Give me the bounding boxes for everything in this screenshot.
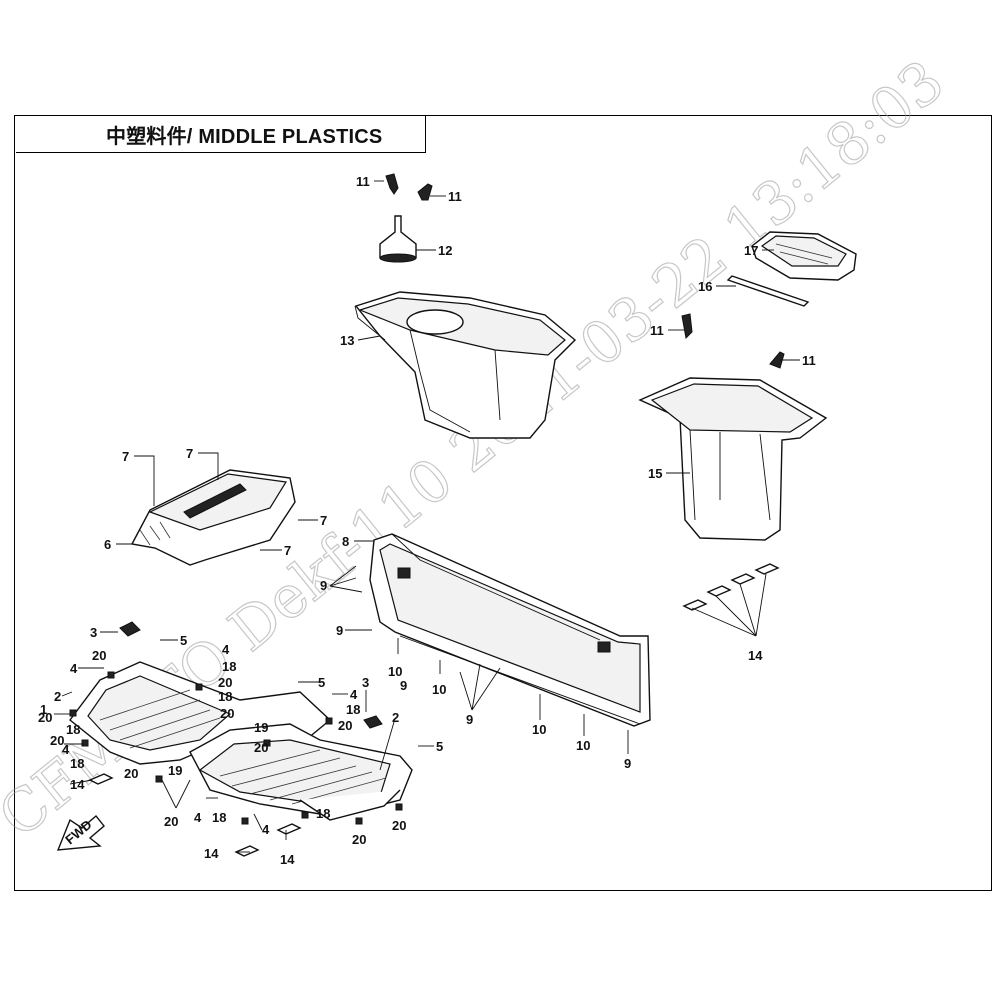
callout-20: 20 <box>338 718 352 733</box>
callout-3: 3 <box>362 675 369 690</box>
callout-5: 5 <box>180 633 187 648</box>
callout-4: 4 <box>350 687 358 702</box>
callout-9: 9 <box>336 623 343 638</box>
callout-9: 9 <box>624 756 631 771</box>
callout-20: 20 <box>164 814 178 829</box>
leader-lines <box>54 180 800 853</box>
callout-18: 18 <box>222 659 236 674</box>
part-guard <box>130 469 296 566</box>
part-storage-lid <box>751 231 857 281</box>
diagram-frame <box>14 115 992 891</box>
callout-13: 13 <box>340 333 354 348</box>
callout-7: 7 <box>284 543 291 558</box>
callout-20: 20 <box>254 740 268 755</box>
callout-4: 4 <box>222 642 230 657</box>
callout-18: 18 <box>66 722 80 737</box>
callout-18: 18 <box>218 689 232 704</box>
callout-14: 14 <box>280 852 295 867</box>
callout-14: 14 <box>748 648 763 663</box>
callout-3: 3 <box>90 625 97 640</box>
callout-1: 1 <box>40 702 47 717</box>
callout-20: 20 <box>50 733 64 748</box>
callout-19: 19 <box>254 720 268 735</box>
callout-4: 4 <box>62 742 70 757</box>
callout-18: 18 <box>70 756 84 771</box>
callout-7: 7 <box>320 513 327 528</box>
callout-14: 14 <box>204 846 219 861</box>
part-storage-bin <box>638 377 828 541</box>
callout-20: 20 <box>218 675 232 690</box>
callout-15: 15 <box>648 466 662 481</box>
callout-4: 4 <box>194 810 202 825</box>
callout-16: 16 <box>698 279 712 294</box>
part-pads-bottom <box>88 773 302 857</box>
callout-2: 2 <box>54 689 61 704</box>
part-storage-tray <box>354 291 577 439</box>
callout-2: 2 <box>392 710 399 725</box>
part-pads-right <box>682 563 780 611</box>
callout-11: 11 <box>448 189 462 204</box>
callout-9: 9 <box>400 678 407 693</box>
callout-6: 6 <box>104 537 111 552</box>
callout-9: 9 <box>320 578 327 593</box>
callout-5: 5 <box>318 675 325 690</box>
callout-18: 18 <box>212 810 226 825</box>
callout-5: 5 <box>436 739 443 754</box>
callout-20: 20 <box>92 648 106 663</box>
callout-4: 4 <box>262 822 270 837</box>
part-clips-top <box>385 173 433 201</box>
callout-10: 10 <box>532 722 546 737</box>
part-clips-right <box>681 313 785 369</box>
callout-19: 19 <box>168 763 182 778</box>
part-rear-panel <box>369 533 651 727</box>
part-funnel <box>379 215 417 263</box>
callout-7: 7 <box>186 446 193 461</box>
callout-10: 10 <box>432 682 446 697</box>
callout-20: 20 <box>124 766 138 781</box>
callout-20: 20 <box>220 706 234 721</box>
callout-20: 20 <box>392 818 406 833</box>
callout-17: 17 <box>744 243 758 258</box>
callout-4: 4 <box>70 661 78 676</box>
callout-11: 11 <box>356 174 370 189</box>
callout-7: 7 <box>122 449 129 464</box>
callout-10: 10 <box>576 738 590 753</box>
part-seal-strip <box>726 275 810 307</box>
fwd-arrow: FWD <box>56 814 105 851</box>
callout-18: 18 <box>346 702 360 717</box>
callout-8: 8 <box>342 534 349 549</box>
callout-14: 14 <box>70 777 85 792</box>
page-title: 中塑料件/ MIDDLE PLASTICS <box>106 126 383 148</box>
title-box <box>16 116 426 153</box>
callout-18: 18 <box>316 806 330 821</box>
callout-10: 10 <box>388 664 402 679</box>
callout-labels: 11 11 12 13 17 16 11 11 15 7 7 7 7 6 8 9… <box>38 174 816 867</box>
part-small-clips <box>69 621 403 825</box>
callout-9: 9 <box>466 712 473 727</box>
part-floor-tray-right <box>189 723 413 821</box>
callout-11: 11 <box>650 323 664 338</box>
callout-12: 12 <box>438 243 452 258</box>
callout-11: 11 <box>802 353 816 368</box>
callout-20: 20 <box>352 832 366 847</box>
callout-20: 20 <box>38 710 52 725</box>
